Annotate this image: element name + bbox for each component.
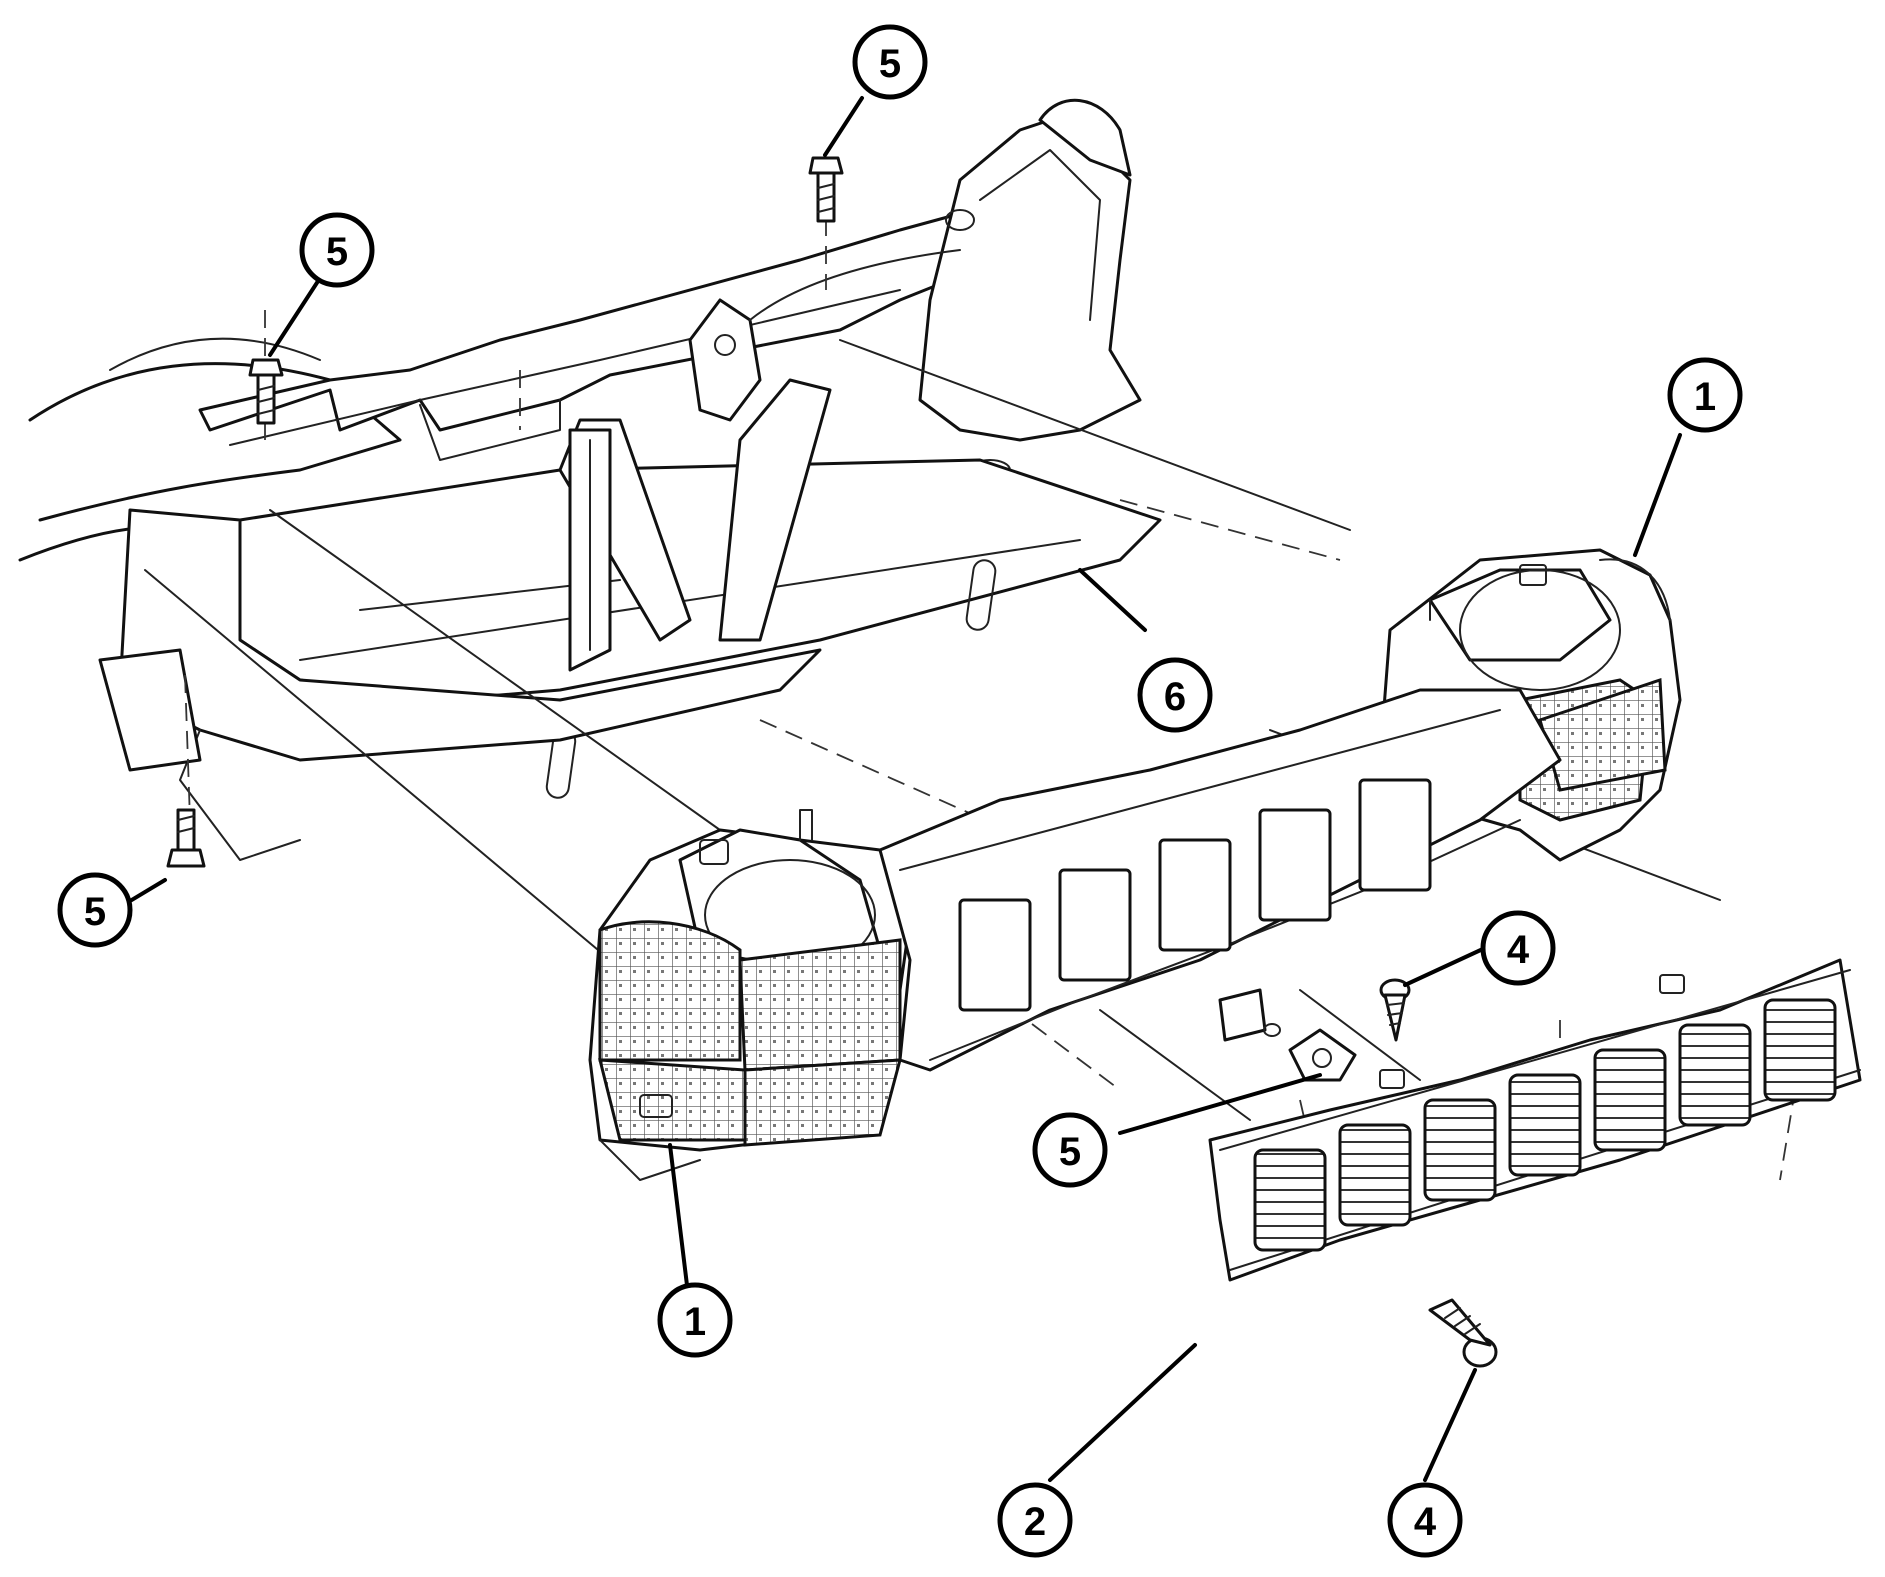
svg-text:4: 4 xyxy=(1414,1500,1437,1544)
hood-latch xyxy=(688,249,961,422)
svg-text:6: 6 xyxy=(1164,675,1186,719)
grille-opening-panel xyxy=(878,688,1562,1072)
svg-text:2: 2 xyxy=(1024,1500,1046,1544)
bolt-upper-left xyxy=(248,358,284,425)
bolt-grille-panel xyxy=(1288,1028,1357,1082)
screw-grille-bottom xyxy=(1428,1298,1498,1368)
svg-text:5: 5 xyxy=(84,890,106,934)
grille-cells xyxy=(1253,998,1837,1252)
svg-text:5: 5 xyxy=(326,230,348,274)
svg-text:5: 5 xyxy=(879,42,901,86)
callout-6: 6 xyxy=(1137,657,1213,733)
callout-5-top: 5 xyxy=(852,24,928,100)
callout-1-left: 1 xyxy=(657,1282,733,1358)
callout-5-lower-left: 5 xyxy=(57,872,133,948)
radiator-support-structure xyxy=(18,98,1162,861)
callout-1-right: 1 xyxy=(1667,357,1743,433)
bolt-lower-left xyxy=(166,808,206,868)
callout-4-upper: 4 xyxy=(1480,910,1556,986)
callout-4-lower: 4 xyxy=(1387,1482,1463,1558)
svg-text:5: 5 xyxy=(1059,1130,1081,1174)
bolt-upper-center xyxy=(808,156,844,223)
screw-grille-top xyxy=(1379,978,1411,1042)
leader-lines xyxy=(113,96,1682,1482)
callout-5-upper-left: 5 xyxy=(299,212,375,288)
callout-5-center: 5 xyxy=(1032,1112,1108,1188)
headlamp-assembly-left xyxy=(588,809,912,1181)
front-grille xyxy=(1208,958,1862,1282)
svg-text:1: 1 xyxy=(684,1300,706,1344)
svg-text:4: 4 xyxy=(1507,928,1530,972)
svg-text:1: 1 xyxy=(1694,375,1716,419)
callout-2: 2 xyxy=(997,1482,1073,1558)
